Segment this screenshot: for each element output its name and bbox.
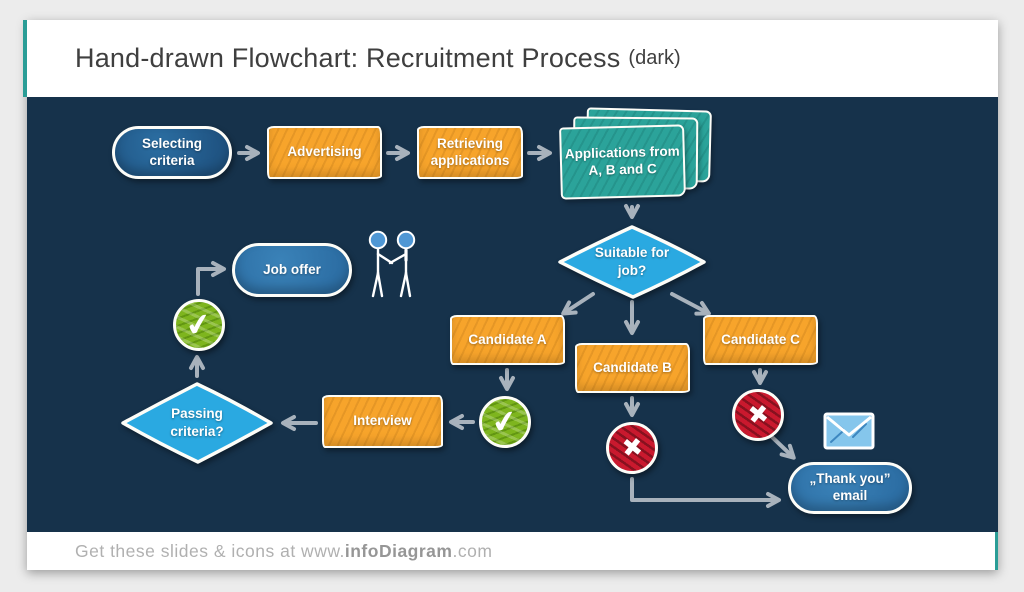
node-label: Retrieving applications (430, 135, 510, 168)
flow-arrows (189, 145, 796, 508)
diamond-shape (558, 225, 706, 299)
check-icon-passing: ✔ (173, 299, 225, 351)
page-title: Hand-drawn Flowchart: Recruitment Proces… (75, 43, 621, 73)
flow-canvas: Selecting criteria Advertising Retrievin… (27, 97, 998, 532)
footer-brand-link[interactable]: infoDiagram (344, 540, 453, 561)
node-candidate-a: Candidate A (450, 315, 565, 365)
node-candidate-b: Candidate B (575, 343, 690, 393)
node-passing-diamond: Passing criteria? (120, 381, 274, 465)
node-advertising: Advertising (267, 126, 382, 179)
cross-icon-candidate-b: ✖ (606, 422, 658, 474)
cross-icon-candidate-c: ✖ (732, 389, 784, 441)
envelope-icon (823, 412, 875, 450)
arrow-cross-c-to-thank-you (770, 435, 796, 460)
arrow-suitable-to-candidate-c (670, 292, 711, 316)
slide-header: Hand-drawn Flowchart: Recruitment Proces… (27, 20, 998, 97)
footer-accent-tick (995, 532, 998, 570)
node-retrieving-applications: Retrieving applications (417, 126, 523, 179)
node-label: Interview (353, 413, 412, 429)
node-label: Applications from A, B and C (564, 143, 680, 178)
arrow-cross-b-to-thank-you (630, 477, 781, 508)
title-variant: (dark) (628, 47, 681, 69)
node-label: Selecting criteria (141, 135, 203, 168)
node-suitable-diamond: Suitable for job? (557, 224, 707, 300)
node-label: Candidate C (721, 331, 800, 347)
node-label: Candidate B (593, 359, 672, 375)
diamond-shape (121, 382, 273, 464)
doc-sheet-front: Applications from A, B and C (559, 124, 686, 200)
footer-text: Get these slides & icons at www.infoDiag… (75, 540, 493, 561)
node-thank-you-email: „Thank you” email (788, 462, 912, 514)
node-label: „Thank you” email (809, 471, 891, 503)
node-applications-stack: Applications from A, B and C (559, 107, 720, 204)
arrow-check-to-job-offer (196, 261, 226, 296)
node-selecting-criteria: Selecting criteria (112, 126, 232, 179)
check-icon-candidate-a: ✔ (479, 396, 531, 448)
handshake-icon (368, 230, 416, 298)
node-candidate-c: Candidate C (703, 315, 818, 365)
node-label: Suitable for job? (594, 245, 670, 278)
slide: Hand-drawn Flowchart: Recruitment Proces… (23, 20, 998, 570)
node-label: Job offer (263, 261, 321, 277)
node-label: Passing criteria? (170, 406, 224, 439)
arrow-suitable-to-candidate-a (561, 292, 595, 316)
node-job-offer: Job offer (232, 243, 352, 297)
node-label: Candidate A (468, 331, 547, 347)
slide-footer: Get these slides & icons at www.infoDiag… (27, 532, 998, 570)
node-label: Advertising (287, 144, 362, 160)
node-interview: Interview (322, 395, 443, 448)
